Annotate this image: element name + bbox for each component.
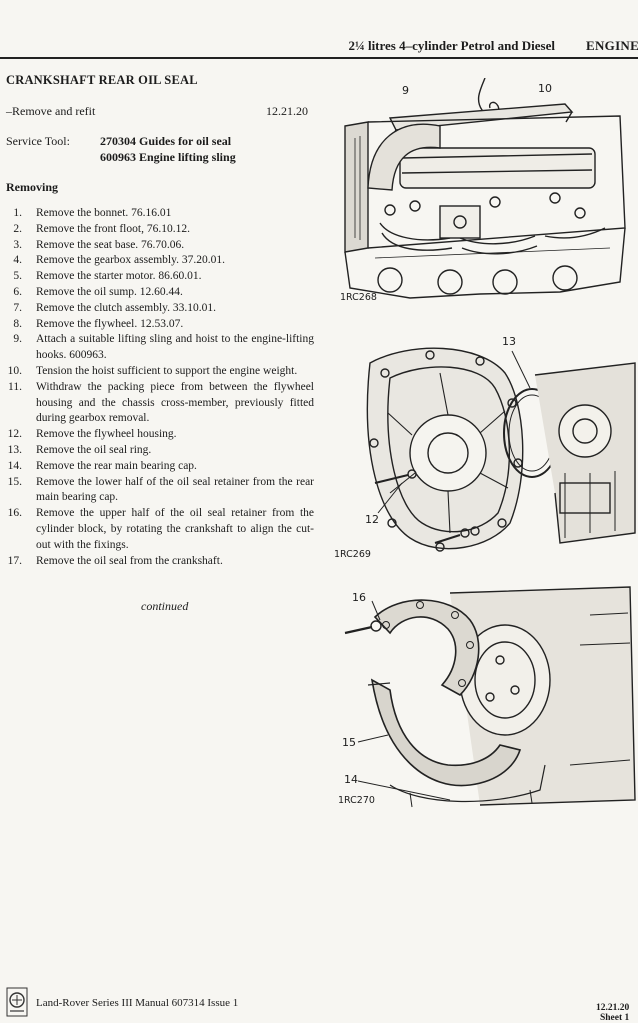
header-title: 2¼ litres 4–cylinder Petrol and Diesel [348,38,555,53]
removing-heading: Removing [6,180,58,194]
step-item: 6. Remove the oil sump. 12.60.44. [0,285,318,301]
step-number: 9. [13,333,22,346]
footer-operation-code: 12.21.20 [596,1003,630,1013]
operation-label: –Remove and refit [6,104,96,118]
step-item: 11. Withdraw the packing piece from betwe… [0,380,318,427]
step-text: Remove the lower half of the oil seal re… [36,475,314,504]
step-text: Tension the hoist sufficient to support … [36,364,298,377]
step-text: Remove the gearbox assembly. 37.20.01. [36,254,225,267]
british-leyland-logo [6,987,28,1017]
step-number: 15. [7,475,22,488]
step-item: 17. Remove the oil seal from the cranksha… [0,554,318,570]
step-item: 1. Remove the bonnet. 76.16.01 [0,206,318,222]
callout-12: 12 [365,513,379,526]
callout-16: 16 [352,591,366,604]
service-tool-1: 270304 Guides for oil seal [100,134,232,148]
step-item: 7. Remove the clutch assembly. 33.10.01. [0,301,318,317]
callout-13: 13 [502,335,516,348]
step-item: 15. Remove the lower half of the oil seal… [0,475,318,507]
step-number: 7. [13,301,22,314]
figure-label-1RC269: 1RC269 [334,549,371,560]
service-tool-label: Service Tool: [6,134,70,148]
step-text: Remove the seat base. 76.70.06. [36,238,185,251]
step-number: 16. [7,507,22,520]
step-number: 12. [7,428,22,441]
callout-9: 9 [402,84,409,97]
footer-code: 12.21.20 Sheet 1 [596,1003,629,1023]
step-number: 13. [7,443,22,456]
step-item: 5. Remove the starter motor. 86.60.01. [0,269,318,285]
figure-label-1RC270: 1RC270 [338,795,375,806]
footer-manual: Land-Rover Series III Manual 607314 Issu… [36,997,239,1009]
step-text: Remove the starter motor. 86.60.01. [36,270,202,283]
step-text: Remove the front floot, 76.10.12. [36,222,190,235]
callout-15: 15 [342,736,356,749]
step-text: Withdraw the packing piece from between … [36,380,314,425]
step-item: 8. Remove the flywheel. 12.53.07. [0,317,318,333]
step-number: 5. [13,270,22,283]
step-number: 8. [13,317,22,330]
step-number: 1. [13,207,22,219]
figure-engine-lifting: 9 10 1RC268 [330,77,638,310]
figure-flywheel-housing: 13 12 1RC269 [330,333,638,565]
header-section: ENGINE [586,38,638,53]
callout-14: 14 [344,773,358,786]
step-text: Remove the bonnet. 76.16.01 [36,207,172,219]
oil-seal-retainer-illustration [344,586,636,808]
operation-code: 12.21.20 [266,104,308,118]
continued-note: continued [141,599,189,613]
step-item: 10. Tension the hoist sufficient to suppo… [0,364,318,380]
step-text: Remove the flywheel. 12.53.07. [36,317,184,330]
step-number: 2. [13,222,22,235]
callout-10: 10 [538,82,552,95]
figure-oil-seal-retainer: 16 15 14 1RC270 [330,585,638,815]
step-item: 16. Remove the upper half of the oil seal… [0,506,318,553]
step-item: 13. Remove the oil seal ring. [0,443,318,459]
step-text: Remove the flywheel housing. [36,428,177,441]
step-item: 2. Remove the front floot, 76.10.12. [0,222,318,238]
step-item: 12. Remove the flywheel housing. [0,427,318,443]
step-number: 17. [7,554,22,567]
step-text: Remove the oil seal from the crankshaft. [36,554,223,567]
step-item: 14. Remove the rear main bearing cap. [0,459,318,475]
step-number: 11. [8,380,22,393]
step-number: 6. [13,285,22,298]
step-item: 3. Remove the seat base. 76.70.06. [0,238,318,254]
step-number: 4. [13,254,22,267]
service-tool-2: 600963 Engine lifting sling [100,150,236,164]
step-text: Attach a suitable lifting sling and hois… [36,333,314,362]
footer-sheet: Sheet 1 [599,1013,630,1023]
step-text: Remove the oil sump. 12.60.44. [36,285,183,298]
step-text: Remove the upper half of the oil seal re… [36,507,314,551]
step-number: 10. [7,364,22,377]
step-item: 4. Remove the gearbox assembly. 37.20.01. [0,253,318,269]
header-divider [0,57,638,59]
engine-lifting-illustration [344,77,626,299]
flywheel-housing-illustration [366,347,636,552]
page-title: CRANKSHAFT REAR OIL SEAL [6,73,198,87]
step-text: Remove the rear main bearing cap. [36,459,197,472]
step-text: Remove the clutch assembly. 33.10.01. [36,301,217,314]
step-number: 3. [13,238,22,251]
step-text: Remove the oil seal ring. [36,443,152,456]
steps-list: 1. Remove the bonnet. 76.16.01 2. Remove th… [0,206,318,569]
step-item: 9. Attach a suitable lifting sling and ho… [0,332,318,364]
step-number: 14. [7,459,22,472]
figure-label-1RC268: 1RC268 [340,292,377,303]
